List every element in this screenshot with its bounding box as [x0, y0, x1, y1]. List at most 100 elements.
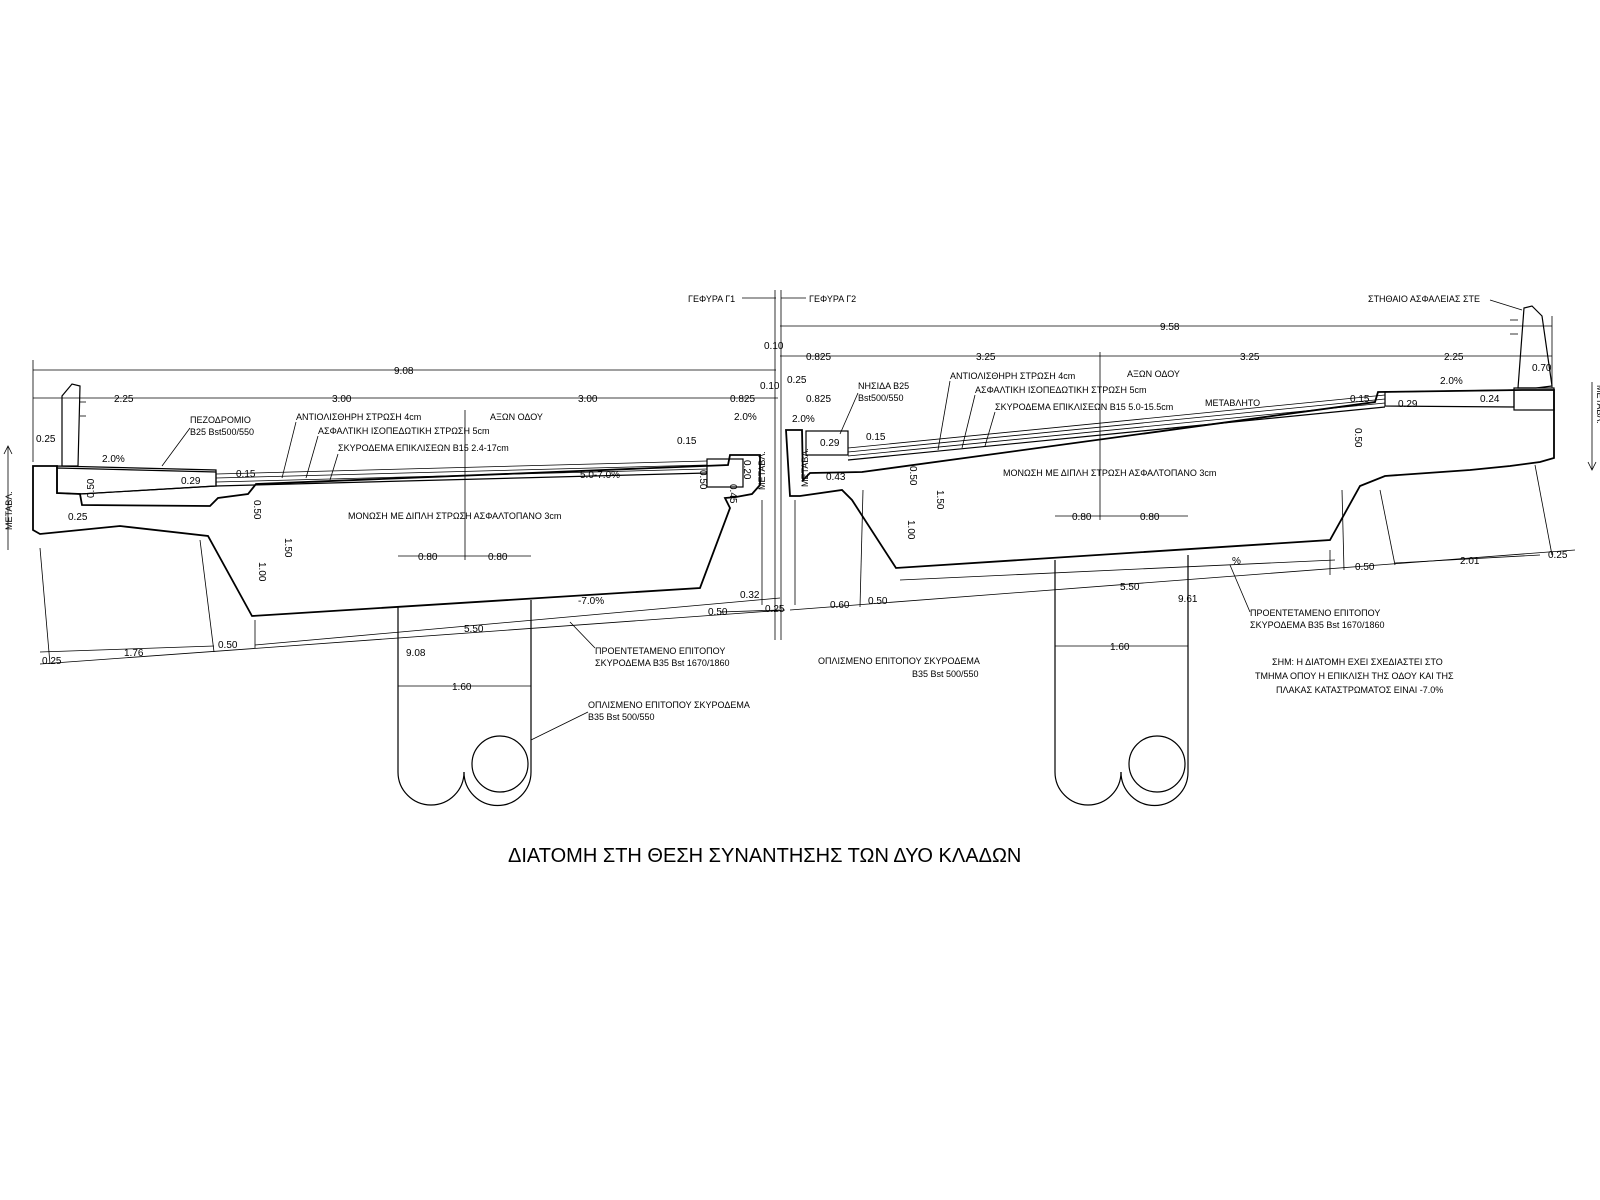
dim-080-c: 0.80	[1072, 512, 1092, 523]
right-deck	[785, 305, 1555, 569]
dim-050-web-left: 0.50	[251, 500, 262, 520]
dim-025-center: 0.25	[787, 375, 807, 386]
dim-150-right: 1.50	[934, 490, 945, 510]
dim-2pct-right: 2.0%	[792, 414, 815, 425]
label-antiskid-right: ΑΝΤΙΟΛΙΣΘΗΡΗ ΣΤΡΩΣΗ 4cm	[950, 371, 1075, 381]
dim-060: 0.60	[830, 600, 850, 611]
right-barrier-post	[1517, 305, 1553, 389]
left-layer-4	[215, 472, 708, 487]
dim-961: 9.61	[1178, 594, 1198, 605]
dim-300-a: 3.00	[332, 394, 352, 405]
label-antiskid-left: ΑΝΤΙΟΛΙΣΘΗΡΗ ΣΤΡΩΣΗ 4cm	[296, 412, 421, 422]
dim-050-left-4: 0.50	[708, 607, 728, 618]
dim-015-left-2: 0.15	[677, 436, 697, 447]
dimension-lines	[32, 290, 1576, 665]
dim-025-left-2: 0.25	[68, 512, 88, 523]
label-prestressed1-right: ΠΡΟΕΝΤΕΤΑΜΕΝΟ ΕΠΙΤΟΠΟΥ	[1250, 608, 1380, 618]
dim-225-left: 2.25	[114, 394, 134, 405]
label-reinforced1-left: ΟΠΛΙΣΜΕΝΟ ΕΠΙΤΟΠΟΥ ΣΚΥΡΟΔΕΜΑ	[588, 700, 750, 710]
dim-050-left-5: 0.50	[218, 640, 238, 651]
label-asphalt-left: ΑΣΦΑΛΤΙΚΗ ΙΣΟΠΕΔΩΤΙΚΗ ΣΤΡΩΣΗ 5cm	[318, 426, 490, 436]
dim-225-right: 2.25	[1444, 352, 1464, 363]
dim-325-a: 3.25	[976, 352, 996, 363]
dim-pct: %	[1232, 556, 1241, 567]
dim-080-b: 0.80	[488, 552, 508, 563]
dim-2pct-left: 2.0%	[102, 454, 125, 465]
dim-025-mid: 0.25	[765, 604, 785, 615]
label-asphalt-right: ΑΣΦΑΛΤΙΚΗ ΙΣΟΠΕΔΩΤΙΚΗ ΣΤΡΩΣΗ 5cm	[975, 385, 1147, 395]
dim-201: 2.01	[1460, 556, 1480, 567]
dim-024: 0.24	[1480, 394, 1500, 405]
label-fill-left: ΣΚΥΡΟΔΕΜΑ ΕΠΙΚΛΙΣΕΩΝ Β15 2.4-17cm	[338, 443, 509, 453]
label-prestressed2-right: ΣΚΥΡΟΔΕΜΑ Β35 Bst 1670/1860	[1250, 620, 1384, 630]
label-reinforced2-left: Β35 Bst 500/550	[588, 712, 655, 722]
dim-029-left: 0.29	[181, 476, 201, 487]
label-metavl-right: ΜΕΤΑΒΛ.	[1595, 385, 1600, 424]
right-layer-2	[847, 398, 1386, 453]
label-reinforced1-right: ΟΠΛΙΣΜΕΝΟ ΕΠΙΤΟΠΟΥ ΣΚΥΡΟΔΕΜΑ	[818, 656, 980, 666]
label-sidewalk1: ΠΕΖΟΔΡΟΜΙΟ	[190, 415, 251, 425]
leader-lines	[161, 297, 1523, 741]
dim-015-right: 0.15	[866, 432, 886, 443]
label-metavl-center-left: ΜΕΤΑΒΛ.	[757, 451, 767, 490]
right-layer-3	[847, 402, 1386, 457]
dim-7pct: -7.0%	[578, 596, 604, 607]
dim-080-d: 0.80	[1140, 512, 1160, 523]
label-sidewalk2: Β25 Bst500/550	[190, 427, 254, 437]
note-line-3: ΠΛΑΚΑΣ ΚΑΤΑΣΤΡΩΜΑΤΟΣ ΕΙΝΑΙ -7.0%	[1276, 685, 1443, 695]
label-waterproof-right: ΜΟΝΩΣΗ ΜΕ ΔΙΠΛΗ ΣΤΡΩΣΗ ΑΣΦΑΛΤΟΠΑΝΟ 3cm	[1003, 468, 1216, 478]
dim-050-left: 0.50	[86, 478, 97, 498]
dim-2pct-right-2: 2.0%	[1440, 376, 1463, 387]
dim-010-b: 0.10	[760, 381, 780, 392]
label-metavl-left: ΜΕΤΑΒΛ.	[4, 491, 14, 530]
dim-958: 9.58	[1160, 322, 1180, 333]
labels: ΓΕΦΥΡΑ Γ1 ΓΕΦΥΡΑ Γ2 ΣΤΗΘΑΙΟ ΑΣΦΑΛΕΙΑΣ ΣΤ…	[4, 294, 1600, 722]
dim-043: 0.43	[826, 472, 846, 483]
side-markers	[3, 382, 1597, 550]
dim-0825-left: 0.825	[730, 394, 755, 405]
dim-0825-right: 0.825	[806, 352, 831, 363]
dim-2pct-left-2: 2.0%	[734, 412, 757, 423]
drawing-title: ΔΙΑΤΟΜΗ ΣΤΗ ΘΕΣΗ ΣΥΝΑΝΤΗΣΗΣ ΤΩΝ ΔΥΟ ΚΛΑΔ…	[508, 845, 1021, 867]
label-waterproof-left: ΜΟΝΩΣΗ ΜΕ ΔΙΠΛΗ ΣΤΡΩΣΗ ΑΣΦΑΛΤΟΠΑΝΟ 3cm	[348, 511, 561, 521]
dim-029-right: 0.29	[820, 438, 840, 449]
left-deck-section	[32, 454, 761, 617]
dim-176: 1.76	[124, 648, 144, 659]
dim-050-left-3: 0.50	[697, 470, 708, 490]
left-pile-rebar	[471, 735, 529, 793]
label-bridge1: ΓΕΦΥΡΑ Γ1	[688, 294, 735, 304]
dim-025-left: 0.25	[36, 434, 56, 445]
dim-150-left: 1.50	[282, 538, 293, 558]
dim-100-left: 1.00	[256, 562, 267, 582]
right-island	[805, 430, 849, 456]
right-pile-rebar	[1128, 735, 1186, 793]
right-layer-4	[847, 406, 1386, 461]
label-island1: ΝΗΣΙΔΑ Β25	[858, 381, 909, 391]
dim-070: 0.70	[1532, 363, 1552, 374]
dim-050-right-4: 0.50	[1352, 428, 1363, 448]
label-bridge2: ΓΕΦΥΡΑ Γ2	[809, 294, 856, 304]
right-layer-1	[847, 394, 1386, 449]
dim-025-right: 0.25	[1548, 550, 1568, 561]
label-island2: Bst500/550	[858, 393, 904, 403]
dim-025-left-3: 0.25	[42, 656, 62, 667]
label-barrier: ΣΤΗΘΑΙΟ ΑΣΦΑΛΕΙΑΣ ΣΤΕ	[1368, 294, 1480, 304]
label-prestressed1-left: ΠΡΟΕΝΤΕΤΑΜΕΝΟ ΕΠΙΤΟΠΟΥ	[595, 646, 725, 656]
dim-550-right: 5.50	[1120, 582, 1140, 593]
right-pile	[1054, 555, 1189, 807]
dim-300-b: 3.00	[578, 394, 598, 405]
label-prestressed2-left: ΣΚΥΡΟΔΕΜΑ Β35 Bst 1670/1860	[595, 658, 729, 668]
dim-010: 0.10	[764, 341, 784, 352]
label-axis-right: ΑΞΩΝ ΟΔΟΥ	[1127, 369, 1180, 379]
dim-550-left: 5.50	[464, 624, 484, 635]
label-reinforced2-right: Β35 Bst 500/550	[912, 669, 979, 679]
dim-050-right-3: 0.50	[1355, 562, 1375, 573]
dim-050-right-2: 0.50	[868, 596, 888, 607]
left-pile	[397, 600, 532, 807]
left-sidewalk-hatch	[56, 467, 217, 495]
right-deck-section	[785, 389, 1555, 569]
dim-015-right-2: 0.15	[1350, 394, 1370, 405]
left-layer-1	[215, 460, 708, 475]
dim-0825-right-2: 0.825	[806, 394, 831, 405]
